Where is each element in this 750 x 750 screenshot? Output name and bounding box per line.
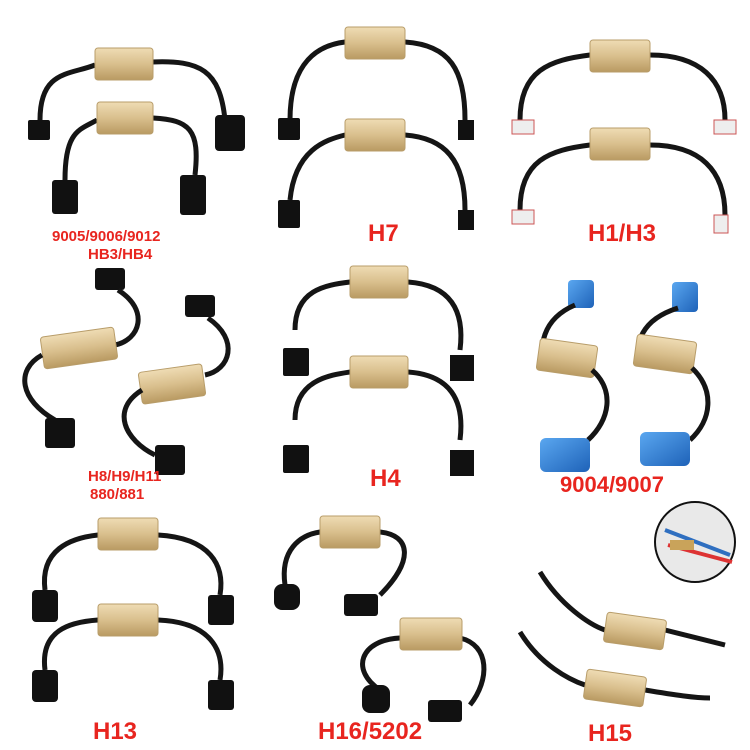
label-h1h3: H1/H3 — [588, 220, 657, 247]
harness-h4-group: H4 — [250, 260, 500, 510]
label-9004: 9004/9007 — [560, 472, 664, 497]
label-hb3: HB3/HB4 — [88, 246, 153, 263]
harness-9005-group: 9005/9006/9012 HB3/HB4 — [0, 0, 250, 263]
harness-9004-image — [535, 280, 711, 472]
harness-h16-group: H16/5202 — [250, 500, 500, 750]
harness-9004-group: 9004/9007 — [500, 260, 750, 510]
label-9005: 9005/9006/9012 — [52, 228, 161, 245]
label-h7: H7 — [368, 220, 399, 247]
harness-h4-image — [283, 265, 474, 476]
harness-h7-group: H7 — [250, 0, 500, 260]
label-h8: H8/H9/H11 — [88, 468, 162, 485]
harness-h1-image — [511, 39, 737, 234]
label-h4: H4 — [370, 465, 401, 492]
harness-h7-image — [278, 26, 474, 230]
label-h16: H16/5202 — [318, 718, 423, 745]
harness-h13-image — [32, 517, 234, 710]
label-880: 880/881 — [90, 486, 145, 503]
harness-h15-group: H15 — [500, 500, 750, 750]
harness-9005-image — [28, 47, 245, 215]
label-h15: H15 — [588, 720, 633, 747]
harness-h8-group: H8/H9/H11 880/881 — [0, 260, 250, 510]
harness-h13-group: H13 — [0, 510, 250, 750]
harness-h8-image — [22, 268, 231, 475]
harness-h15-image — [517, 501, 736, 708]
label-h13: H13 — [93, 718, 138, 745]
harness-h16-image — [274, 515, 487, 722]
harness-h1-group: H1/H3 — [500, 0, 750, 260]
